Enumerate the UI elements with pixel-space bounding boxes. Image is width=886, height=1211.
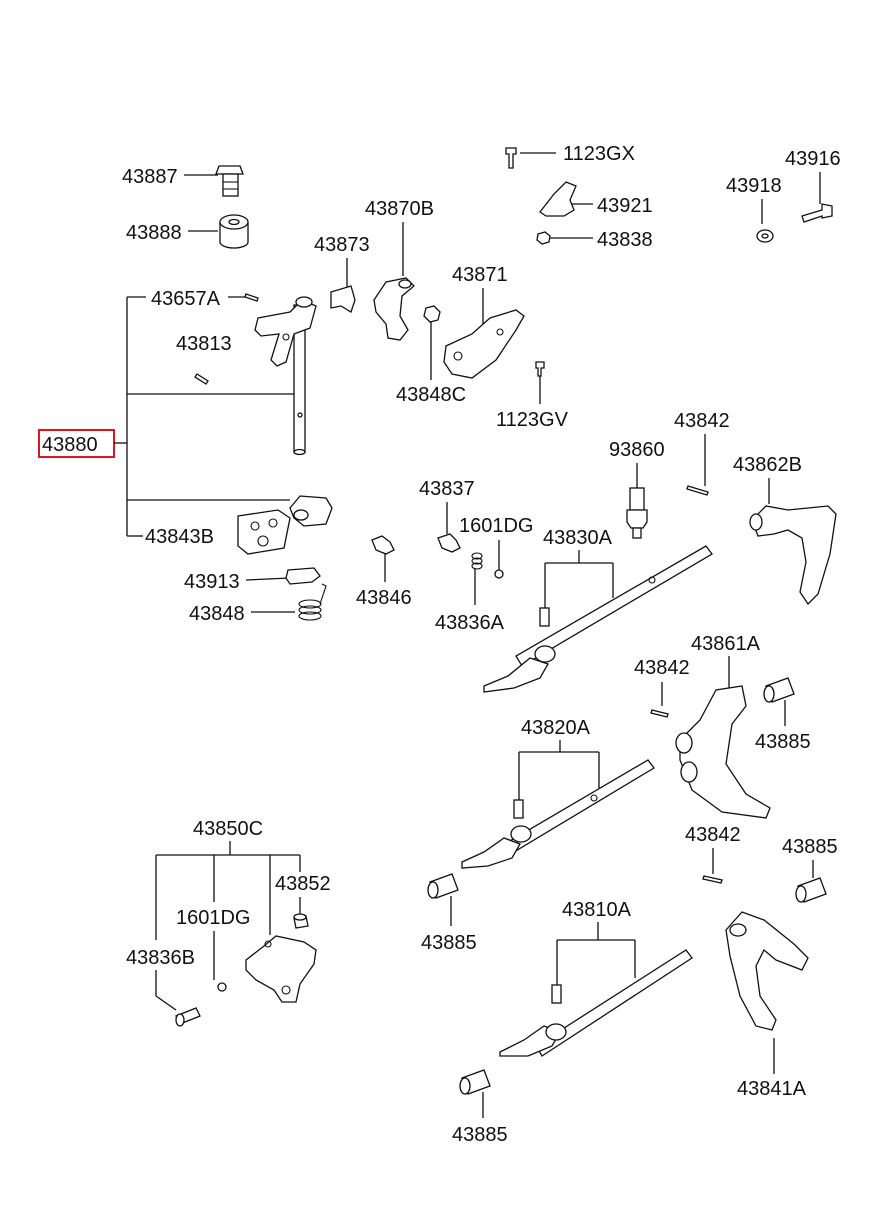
bracket-43873-drawing	[330, 285, 356, 313]
label-43862b[interactable]: 43862B	[733, 454, 802, 476]
pin-43813-drawing	[194, 373, 209, 385]
spring-43836a-drawing	[471, 552, 483, 570]
label-93860[interactable]: 93860	[609, 439, 665, 461]
bolt-43887-drawing	[215, 165, 244, 197]
label-1123gv[interactable]: 1123GV	[496, 409, 569, 431]
label-43842-middle[interactable]: 43842	[634, 657, 690, 679]
plate-43871-drawing	[443, 309, 525, 379]
label-43820a[interactable]: 43820A	[521, 717, 591, 739]
label-43813[interactable]: 43813	[176, 333, 232, 355]
label-43885-bottom[interactable]: 43885	[452, 1124, 508, 1146]
nut-43838-drawing	[536, 231, 551, 245]
label-43873[interactable]: 43873	[314, 234, 370, 256]
label-43841a[interactable]: 43841A	[737, 1078, 807, 1100]
bracket-43921-drawing	[539, 181, 577, 217]
label-43810a[interactable]: 43810A	[562, 899, 632, 921]
label-43885-right-upper[interactable]: 43885	[755, 731, 811, 753]
nut-43848c-drawing	[423, 305, 441, 323]
label-43836a[interactable]: 43836A	[435, 612, 505, 634]
part-labels: 43887 43888 43657A 43813 43880 43843B 43…	[42, 143, 841, 1146]
label-43921[interactable]: 43921	[597, 195, 653, 217]
switch-93860-drawing	[626, 487, 648, 539]
label-43657a[interactable]: 43657A	[151, 288, 221, 310]
plug-43846-drawing	[371, 535, 395, 555]
label-1601dg-upper[interactable]: 1601DG	[459, 515, 534, 537]
spring-43848-drawing	[298, 583, 327, 621]
label-43850c[interactable]: 43850C	[193, 818, 263, 840]
clip-43913-drawing	[285, 567, 321, 585]
bushing-43888-drawing	[219, 214, 249, 249]
label-43870b[interactable]: 43870B	[365, 198, 434, 220]
lever-43870b-drawing	[373, 277, 415, 341]
label-43888[interactable]: 43888	[126, 222, 182, 244]
pin-43842-middle-drawing	[650, 709, 669, 718]
label-43838[interactable]: 43838	[597, 229, 653, 251]
label-43885-right-lower[interactable]: 43885	[782, 836, 838, 858]
label-1601dg-lower[interactable]: 1601DG	[176, 907, 251, 929]
part-drawings	[175, 147, 837, 1095]
label-43837[interactable]: 43837	[419, 478, 475, 500]
bushing-43885-right-upper-drawing	[763, 677, 795, 703]
label-43871[interactable]: 43871	[452, 264, 508, 286]
label-1123gx[interactable]: 1123GX	[563, 143, 635, 165]
fork-43841a-drawing	[725, 911, 809, 1031]
bolt-1123gv-drawing	[535, 361, 545, 377]
label-43852[interactable]: 43852	[275, 873, 331, 895]
rail-43830a-drawing	[483, 545, 713, 693]
shift-shaft-43880-drawing	[237, 296, 333, 555]
bolt-43836b-drawing	[175, 1007, 201, 1027]
label-43846[interactable]: 43846	[356, 587, 412, 609]
bushing-43885-bottom-drawing	[459, 1069, 491, 1095]
bushing-43885-right-lower-drawing	[795, 877, 827, 903]
rail-43820a-drawing	[461, 759, 655, 869]
bushing-43852-drawing	[293, 913, 309, 929]
leader-lines	[114, 152, 821, 1118]
label-43861a[interactable]: 43861A	[691, 633, 761, 655]
pin-43842-upper-drawing	[686, 485, 709, 496]
label-43916[interactable]: 43916	[785, 148, 841, 170]
label-43848[interactable]: 43848	[189, 603, 245, 625]
label-43842-lower[interactable]: 43842	[685, 824, 741, 846]
bolt-1123gx-drawing	[505, 147, 517, 169]
label-43848c[interactable]: 43848C	[396, 384, 466, 406]
label-43830a[interactable]: 43830A	[543, 527, 613, 549]
label-43887[interactable]: 43887	[122, 166, 178, 188]
rail-43810a-drawing	[499, 949, 693, 1057]
label-43880[interactable]: 43880	[42, 434, 98, 456]
fork-43862b-drawing	[749, 505, 837, 606]
pin-43842-lower-drawing	[702, 875, 723, 884]
label-43913[interactable]: 43913	[184, 571, 240, 593]
plug-43837-drawing	[437, 533, 461, 553]
label-43836b[interactable]: 43836B	[126, 947, 195, 969]
label-43885-left[interactable]: 43885	[421, 932, 477, 954]
pin-43657a-drawing	[244, 293, 259, 302]
ball-1601dg-lower-drawing	[217, 982, 227, 992]
label-43918[interactable]: 43918	[726, 175, 782, 197]
bracket-43850c-drawing	[245, 935, 317, 1003]
washer-43918-drawing	[756, 229, 774, 243]
label-43842-upper[interactable]: 43842	[674, 410, 730, 432]
label-43843b[interactable]: 43843B	[145, 526, 214, 548]
ball-1601dg-upper-drawing	[494, 569, 504, 579]
bolt-43916-drawing	[801, 203, 833, 223]
bushing-43885-left-drawing	[427, 873, 459, 899]
fork-43861a-drawing	[675, 685, 771, 819]
